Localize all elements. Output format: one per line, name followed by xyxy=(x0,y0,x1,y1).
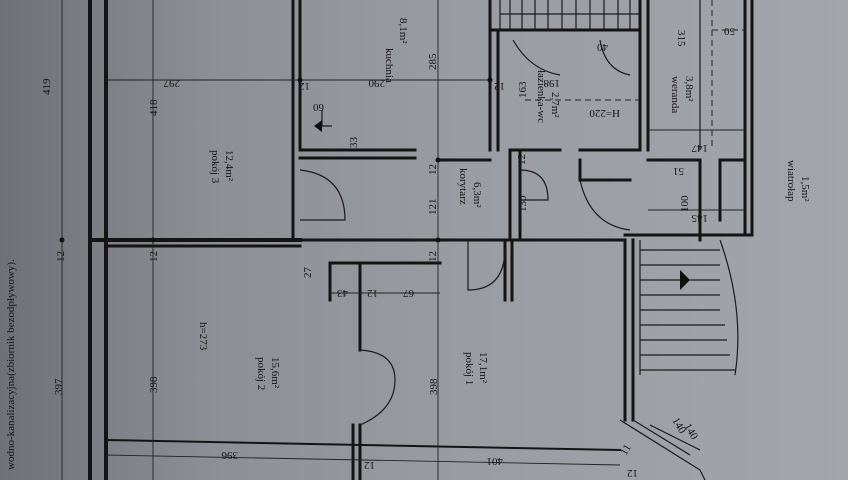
dim-130: 130 xyxy=(517,195,529,212)
dim-60: 60 xyxy=(313,101,325,113)
room-area: 6,3m² xyxy=(471,182,483,208)
dim-43: 43 xyxy=(337,287,349,299)
dim-198: 198 xyxy=(543,77,560,89)
dim-12-h: 12 xyxy=(367,287,378,299)
dim-285: 285 xyxy=(427,53,439,70)
room-name: pokój 1 xyxy=(463,352,475,385)
dim-33: 33 xyxy=(348,137,360,149)
dim-12-j: 12 xyxy=(627,467,638,479)
bay-outline xyxy=(619,0,706,480)
dim-51: 51 xyxy=(673,165,684,177)
room-area: 3,8m² xyxy=(683,76,695,102)
arrows xyxy=(314,110,332,132)
room-label-kuchnia: kuchnia 8,1m² xyxy=(383,18,409,83)
dim-121: 121 xyxy=(427,199,439,216)
dim-418: 418 xyxy=(148,99,160,116)
room-area: 8,1m² xyxy=(397,18,409,44)
dim-398-right: 398 xyxy=(428,378,440,395)
dim-12-e: 12 xyxy=(299,80,310,92)
stairs-upper xyxy=(499,0,640,30)
margin-note: wodno-kanalizacyjna(zbiornik bezodpływow… xyxy=(5,259,17,470)
dim-163: 163 xyxy=(517,81,529,98)
room-label-pokoj2: pokój 2 15,6m² xyxy=(255,357,281,390)
dim-290: 290 xyxy=(368,77,385,89)
room-label-weranda: weranda 3,8m² xyxy=(669,76,695,113)
dim-12-c: 12 xyxy=(427,251,439,262)
dim-397: 397 xyxy=(53,378,65,395)
dim-11: 11 xyxy=(618,442,634,457)
dim-12-b: 12 xyxy=(148,251,160,262)
dim-12-g: 12 xyxy=(516,154,528,165)
stairs-entrance xyxy=(639,239,739,376)
height-note: h=273 xyxy=(197,322,209,351)
dimension-lines xyxy=(59,0,745,480)
dim-12-a: 12 xyxy=(55,251,67,262)
room-name: pokój 2 xyxy=(255,357,267,390)
dim-401: 401 xyxy=(487,455,504,467)
room-area: 1,5m² xyxy=(799,176,811,202)
dim-315: 315 xyxy=(675,30,687,47)
room-name: wiatrołap xyxy=(785,160,797,202)
room-name: weranda xyxy=(669,76,681,113)
dim-67: 67 xyxy=(403,287,415,299)
room-label-pokoj1: pokój 1 17,1m² xyxy=(463,352,489,385)
room-area: 12,4m² xyxy=(223,150,235,182)
dim-27: 27 xyxy=(302,267,314,279)
doors xyxy=(299,39,631,426)
dim-40: 40 xyxy=(597,41,609,53)
dim-147: 147 xyxy=(691,142,708,154)
h220-note: H=220 xyxy=(589,107,620,119)
dimension-texts: 419 418 397 398 398 285 121 297 290 396 … xyxy=(41,25,735,479)
dim-297: 297 xyxy=(163,77,180,89)
dim-12-f: 12 xyxy=(494,80,505,92)
dim-419: 419 xyxy=(41,78,53,95)
dim-12-d: 12 xyxy=(427,164,439,175)
room-name: pokój 3 xyxy=(209,150,221,184)
dim-398-left: 398 xyxy=(148,376,160,393)
dim-100: 100 xyxy=(679,195,691,212)
room-area: 15,6m² xyxy=(269,357,281,389)
dim-145: 145 xyxy=(691,212,708,224)
room-area: 17,1m² xyxy=(477,352,489,384)
room-name: kuchnia xyxy=(383,48,395,83)
room-label-wiatrolap: wiatrołap 1,5m² xyxy=(785,160,811,202)
room-name: korytarz xyxy=(457,168,469,205)
walls xyxy=(88,0,754,480)
room-label-korytarz: korytarz 6,3m² xyxy=(457,168,483,208)
room-label-lazienka: łazienka-wc 2,7m² xyxy=(535,70,561,123)
dim-50: 50 xyxy=(724,25,736,37)
dim-12-i: 12 xyxy=(364,459,375,471)
dim-396: 396 xyxy=(221,449,238,461)
room-label-pokoj3: pokój 3 12,4m² xyxy=(209,150,235,184)
room-name: łazienka-wc xyxy=(535,70,547,123)
room-area: 2,7m² xyxy=(549,92,561,118)
